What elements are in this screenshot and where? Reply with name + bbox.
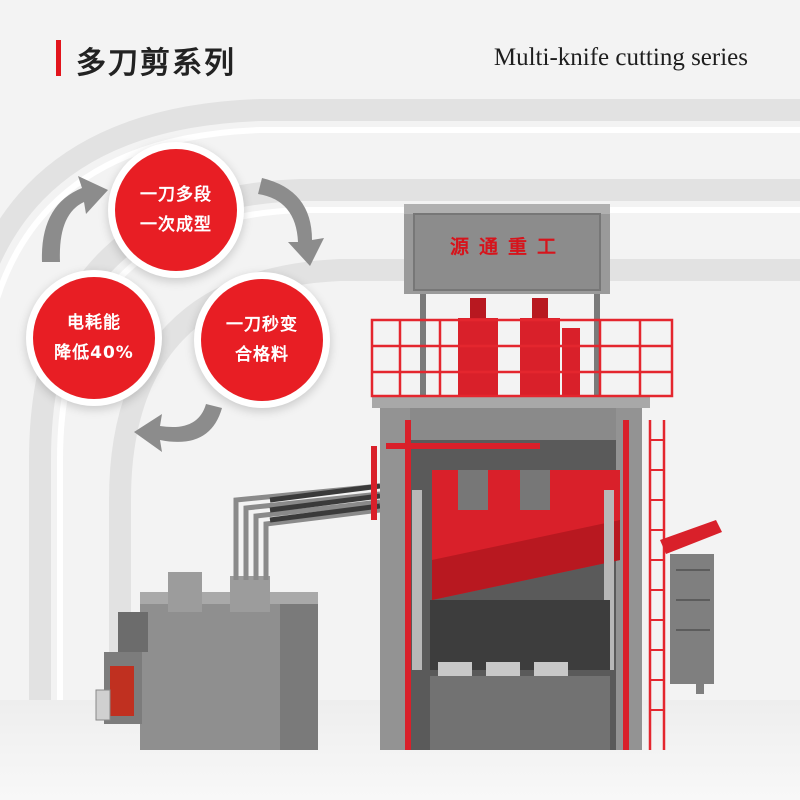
background-arches (0, 99, 800, 740)
feature-text-line2: 合格料 (235, 345, 289, 365)
cycle-arrows (41, 176, 324, 452)
feature-bubble-energy: 电耗能 降低40% (26, 270, 162, 406)
feature-bubble-multi-segment: 一刀多段 一次成型 (108, 142, 244, 278)
shear-frame (370, 204, 722, 750)
arrow-down-icon (258, 178, 324, 266)
feature-bubble-qualified-material: 一刀秒变 合格料 (194, 272, 330, 408)
title-accent-bar (56, 40, 61, 76)
feature-text-line2: 降低40% (54, 343, 134, 363)
arrow-left-icon (134, 404, 222, 452)
brand-plate: 源通重工 (449, 236, 566, 258)
feature-text-line1: 一刀秒变 (226, 315, 298, 335)
feature-text-line2: 一次成型 (140, 215, 212, 235)
page-subtitle: Multi-knife cutting series (493, 44, 748, 71)
feature-text-line1: 一刀多段 (140, 185, 212, 205)
arrow-up-icon (41, 176, 109, 262)
hydraulic-unit (95, 483, 381, 750)
page-title: 多刀剪系列 (76, 46, 236, 81)
feature-text-line1: 电耗能 (67, 313, 121, 333)
